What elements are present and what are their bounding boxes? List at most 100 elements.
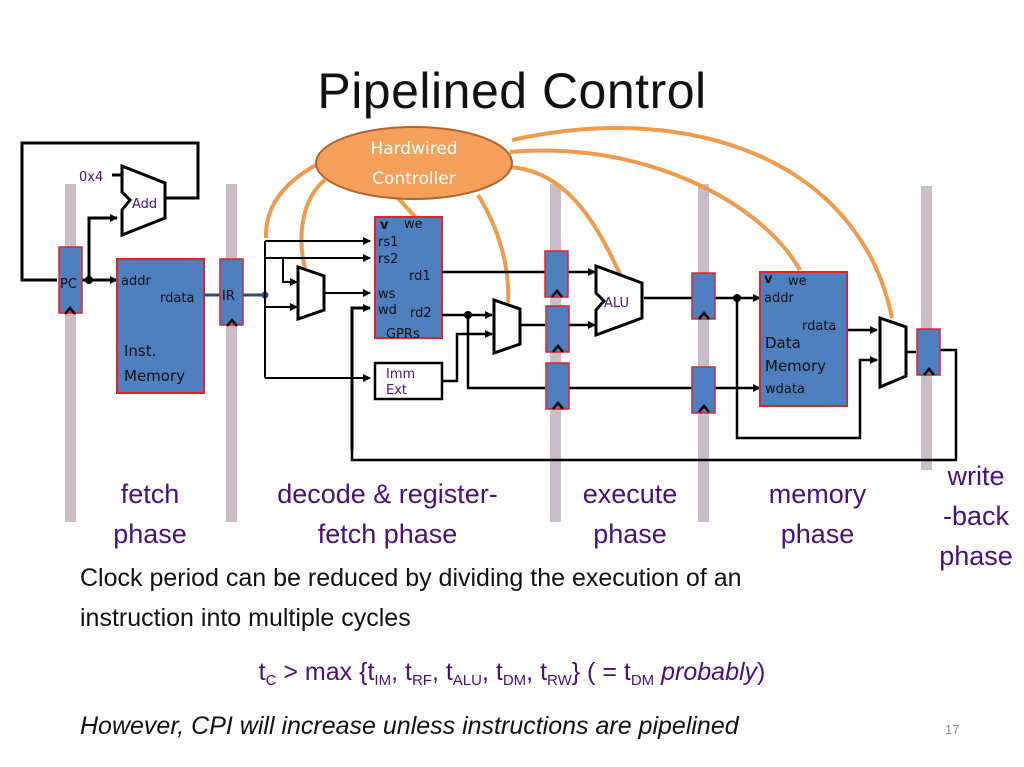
formula-t-rf: t xyxy=(404,658,412,686)
phase-decode-line2: fetch phase xyxy=(317,519,458,549)
body-text: Clock period can be reduced by dividing … xyxy=(80,558,742,638)
formula-sub-rw: RW xyxy=(547,672,572,689)
dmem-we-marker: v xyxy=(764,272,773,287)
dmem-rdata: rdata xyxy=(802,319,836,334)
rd2-junction xyxy=(464,311,472,319)
phase-memory-line2: phase xyxy=(780,519,855,549)
phase-memory-line1: memory xyxy=(768,479,867,509)
formula-t-dm: t xyxy=(495,658,503,686)
dmem-wdata: wdata xyxy=(765,382,805,397)
phase-fetch-line1: fetch xyxy=(120,479,180,509)
gpr-rd1: rd1 xyxy=(409,269,431,284)
phase-bar-2 xyxy=(226,184,237,522)
register-a xyxy=(544,250,569,298)
phase-label-writeback: write -back phase xyxy=(928,456,1024,576)
control-wires xyxy=(263,126,894,319)
decode-wires xyxy=(264,237,371,450)
phase-label-memory: memory phase xyxy=(745,474,890,554)
phase-label-execute: execute phase xyxy=(565,474,695,554)
fetch-wires xyxy=(20,141,200,284)
dmem-name-1: Data xyxy=(765,334,801,352)
formula-t-rw: t xyxy=(540,658,548,686)
imm-ext-label-1: Imm xyxy=(386,367,415,382)
instruction-memory: addr rdata Inst. Memory xyxy=(116,258,205,394)
phase-writeback-line3: phase xyxy=(939,541,1013,571)
phase-execute-line2: phase xyxy=(593,519,667,549)
register-wdata xyxy=(691,366,716,414)
gpr-rs2: rs2 xyxy=(378,252,398,267)
phase-bar-3 xyxy=(550,184,561,522)
phase-fetch-line2: phase xyxy=(113,519,187,549)
control-wire-ws-mux xyxy=(299,178,327,269)
pc-junction xyxy=(85,276,93,284)
gpr-rs1: rs1 xyxy=(378,235,398,250)
writeback-register xyxy=(916,328,941,376)
constant-0x4: 0x4 xyxy=(79,170,103,185)
hardwired-controller: Hardwired Controller xyxy=(315,126,513,200)
gpr-we-marker: v xyxy=(380,218,389,233)
formula-t-dm2: t xyxy=(623,658,631,686)
phase-label-decode: decode & register- fetch phase xyxy=(245,474,530,554)
phase-bar-4 xyxy=(698,184,709,522)
formula-sub-alu: ALU xyxy=(452,672,482,689)
alu-out-junction xyxy=(733,294,741,302)
formula-probably: probably xyxy=(661,658,758,686)
control-wire-dmem-we xyxy=(509,148,802,271)
ir-label: IR xyxy=(222,289,235,304)
imem-name-2: Memory xyxy=(124,367,185,385)
formula-t-im: t xyxy=(367,658,375,686)
adder-label: Add xyxy=(132,197,157,212)
imem-rdata: rdata xyxy=(160,291,194,306)
memory-registers xyxy=(691,272,716,414)
formula-sub-dm: DM xyxy=(502,672,527,689)
formula-sub-rf: RF xyxy=(411,672,432,689)
gpr-ws: ws xyxy=(378,287,396,302)
alu-label: ALU xyxy=(604,296,629,311)
formula-end: ) xyxy=(757,658,766,686)
clock-period-formula: tC > max {tIM, tRF, tALU, tDM, tRW} ( = … xyxy=(258,658,766,689)
phase-writeback-line2: -back xyxy=(942,501,1010,531)
control-wire-alu xyxy=(507,165,626,284)
formula-sub-c: C xyxy=(265,672,277,689)
imem-addr: addr xyxy=(121,274,151,289)
gpr-file: v we rs1 rs2 rd1 ws wd rd2 GPRs xyxy=(374,216,443,342)
formula-t-c: t xyxy=(258,658,266,686)
phase-label-fetch: fetch phase xyxy=(90,474,210,554)
imm-ext-label-2: Ext xyxy=(386,383,407,398)
register-alu-out xyxy=(691,272,716,320)
formula-sub-im: IM xyxy=(374,672,392,689)
execute-wires xyxy=(350,268,958,462)
phase-bar-1 xyxy=(65,184,76,522)
gpr-wd: wd xyxy=(378,303,397,318)
dmem-we: we xyxy=(788,274,807,289)
dmem-addr: addr xyxy=(764,291,794,306)
page-number: 17 xyxy=(945,722,960,737)
execute-registers xyxy=(544,250,570,410)
imm-ext: Imm Ext xyxy=(373,361,444,401)
control-wire-pc-mux xyxy=(263,163,317,239)
body-line-2: instruction into multiple cycles xyxy=(80,604,411,632)
writeback-mux xyxy=(878,315,908,390)
controller-label-1: Hardwired xyxy=(370,139,457,159)
control-wire-bmux xyxy=(476,193,511,304)
formula-gt-max: > max { xyxy=(276,658,368,686)
gpr-we: we xyxy=(404,217,423,232)
phase-bar-5 xyxy=(921,186,932,470)
dmem-name-2: Memory xyxy=(765,357,826,375)
data-memory: v we addr rdata Data Memory wdata xyxy=(759,271,848,407)
slide-title: Pipelined Control xyxy=(317,63,707,119)
gpr-name: GPRs xyxy=(386,327,420,342)
register-b xyxy=(545,305,570,353)
gpr-rd2: rd2 xyxy=(410,306,432,321)
formula-sub-dm2: DM xyxy=(630,672,655,689)
pc-register: PC xyxy=(58,246,83,315)
formula-close: } ( = xyxy=(571,658,624,686)
alu-b-mux xyxy=(492,297,522,356)
imem-name-1: Inst. xyxy=(124,342,156,360)
pc-adder: Add xyxy=(120,163,167,238)
formula-t-alu: t xyxy=(445,658,453,686)
alu: ALU xyxy=(594,263,644,338)
controller-label-2: Controller xyxy=(372,169,456,189)
